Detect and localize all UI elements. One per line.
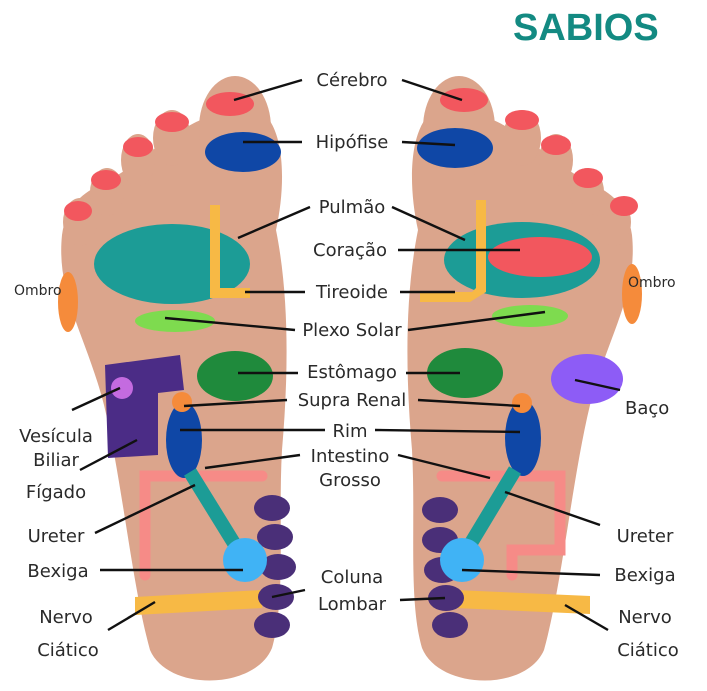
kidney-zone-left xyxy=(166,402,202,478)
label-nervo-left-1: Nervo xyxy=(39,607,93,628)
toe-zone xyxy=(505,110,539,130)
large-intestine-zone-left xyxy=(139,470,268,581)
label-ureter-right: Ureter xyxy=(617,526,674,547)
label-nervo-left-2: Ciático xyxy=(37,640,99,661)
label-ombro-right: Ombro xyxy=(628,275,676,291)
thyroid-zone-left xyxy=(210,205,250,298)
thyroid-zone-right xyxy=(420,200,486,302)
label-tireoide: Tireoide xyxy=(315,282,388,303)
toe-zone xyxy=(573,168,603,188)
toe-zone xyxy=(123,137,153,157)
label-nervo-right-1: Nervo xyxy=(618,607,672,628)
kidney-zone-right xyxy=(505,400,541,476)
pituitary-zone-right xyxy=(417,128,493,168)
spine-zone xyxy=(432,612,468,638)
label-cerebro: Cérebro xyxy=(316,70,387,91)
label-rim: Rim xyxy=(332,421,367,442)
label-coracao: Coração xyxy=(313,240,387,261)
sabios-logo: SABIOS xyxy=(513,7,659,49)
gallbladder-zone xyxy=(111,377,133,399)
labels: Cérebro Hipófise Pulmão Coração Tireoide… xyxy=(14,70,679,661)
brain-zone-right xyxy=(440,88,488,112)
label-vesicula-2: Biliar xyxy=(33,450,79,471)
label-figado: Fígado xyxy=(26,482,86,503)
logo-text: SABIOS xyxy=(513,7,659,49)
stomach-zone-left xyxy=(197,351,273,401)
toe-zone xyxy=(91,170,121,190)
ureter-zone-left xyxy=(184,468,246,557)
label-supra-renal: Supra Renal xyxy=(298,390,407,411)
shoulder-zone-right xyxy=(622,264,642,324)
toe-zone xyxy=(610,196,638,216)
label-ombro-left: Ombro xyxy=(14,283,62,299)
toe-zone xyxy=(541,135,571,155)
bladder-zone-right xyxy=(440,538,484,582)
label-nervo-right-2: Ciático xyxy=(617,640,679,661)
shoulder-zone-left xyxy=(58,272,78,332)
label-baco: Baço xyxy=(625,398,669,419)
sciatic-zone-right xyxy=(455,590,590,614)
adrenal-zone-left xyxy=(172,392,192,412)
label-ureter-left: Ureter xyxy=(28,526,85,547)
spine-zone xyxy=(260,554,296,580)
label-estomago: Estômago xyxy=(307,362,397,383)
pituitary-zone-left xyxy=(205,132,281,172)
adrenal-zone-right xyxy=(512,393,532,413)
sciatic-zone-left xyxy=(135,590,262,615)
left-foot-zones xyxy=(58,92,296,638)
heart-zone xyxy=(488,237,592,277)
spine-zone xyxy=(257,524,293,550)
label-coluna-1: Coluna xyxy=(321,567,383,588)
label-intestino-1: Intestino xyxy=(311,446,390,467)
label-plexo-solar: Plexo Solar xyxy=(302,320,402,341)
label-coluna-2: Lombar xyxy=(318,594,387,615)
label-hipofise: Hipófise xyxy=(316,132,389,153)
spine-zone xyxy=(254,612,290,638)
toe-zone xyxy=(155,112,189,132)
spine-zone xyxy=(422,497,458,523)
label-intestino-2: Grosso xyxy=(319,470,381,491)
spine-zone xyxy=(428,585,464,611)
ureter-zone-right xyxy=(459,466,521,557)
label-pulmao: Pulmão xyxy=(319,197,386,218)
toe-zone xyxy=(64,201,92,221)
solar-plexus-zone-left xyxy=(135,310,215,332)
label-bexiga-left: Bexiga xyxy=(27,561,88,582)
spleen-zone xyxy=(551,354,623,404)
label-bexiga-right: Bexiga xyxy=(614,565,675,586)
label-vesicula-1: Vesícula xyxy=(19,426,93,447)
bladder-zone-left xyxy=(223,538,267,582)
large-intestine-zone-right xyxy=(436,470,566,581)
right-foot-zones xyxy=(417,88,642,638)
leader-lines xyxy=(71,78,621,632)
stomach-zone-right xyxy=(427,348,503,398)
spine-zone xyxy=(254,495,290,521)
solar-plexus-zone-right xyxy=(492,305,568,327)
